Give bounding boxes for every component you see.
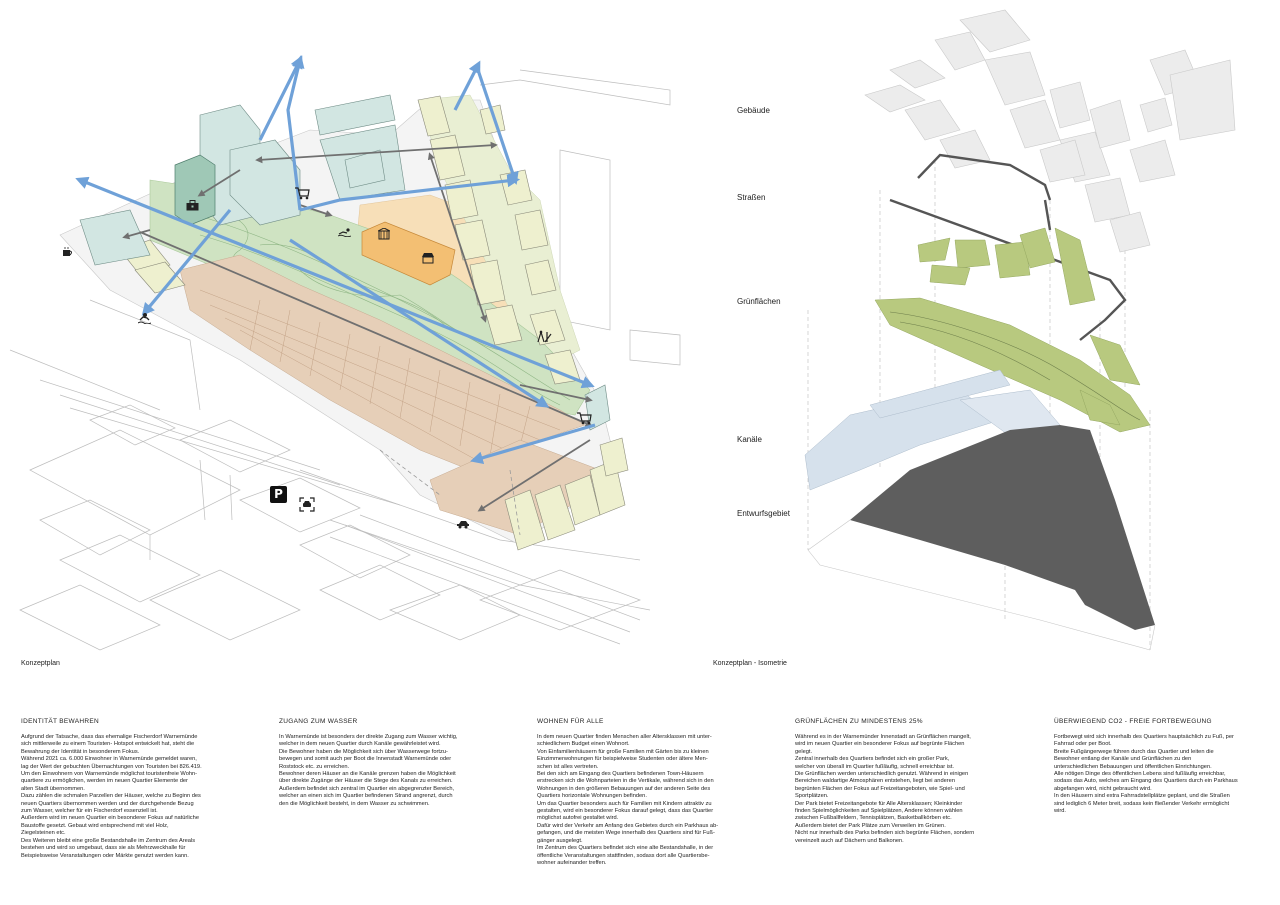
column-body: In Warnemünde ist besonders der direkte … [279, 734, 458, 807]
column-body: Fortbewegt wird sich innerhalb des Quart… [1054, 734, 1238, 815]
text-column-identity: IDENTITÄT BEWAHREN Aufgrund der Tatsache… [21, 718, 221, 860]
market-icon [422, 253, 434, 264]
layer-buildings [864, 9, 1236, 253]
swimming-icon [138, 312, 151, 324]
text-column-living: WOHNEN FÜR ALLE In dem neuen Quartier fi… [537, 718, 737, 867]
text-column-water: ZUGANG ZUM WASSER In Warnemünde ist beso… [279, 718, 479, 808]
column-body: Aufgrund der Tatsache, dass das ehemalig… [21, 734, 202, 859]
text-column-mobility: ÜBERWIEGEND CO2 - FREIE FORTBEWEGUNG For… [1054, 718, 1269, 815]
layer-green [874, 227, 1151, 433]
beach-swimmer-icon [338, 228, 351, 237]
column-title: WOHNEN FÜR ALLE [537, 718, 604, 725]
green-park-paths [889, 311, 1141, 421]
caption-isometrie: Konzeptplan - Isometrie [713, 660, 787, 667]
column-body: Während es in der Warnemünder Innenstadt… [795, 734, 975, 844]
shopping-cart-icon [577, 412, 592, 425]
column-title: ZUGANG ZUM WASSER [279, 718, 358, 725]
car-icon [456, 520, 470, 529]
playground-icon [537, 330, 552, 343]
column-title: ÜBERWIEGEND CO2 - FREIE FORTBEWEGUNG [1054, 718, 1212, 725]
briefcase-icon [186, 200, 199, 211]
water-access-arrows [75, 55, 596, 464]
rail-track [329, 514, 641, 645]
hall-icon [378, 228, 390, 240]
dashed-guides [379, 449, 521, 536]
shopping-cart-icon [295, 187, 310, 200]
column-title: IDENTITÄT BEWAHREN [21, 718, 99, 725]
parking-icon: P [270, 486, 287, 503]
column-body: In dem neuen Quartier finden Menschen al… [537, 734, 719, 866]
layer-label-buildings: Gebäude [737, 106, 770, 115]
coffee-icon [62, 247, 74, 257]
caption-konzeptplan: Konzeptplan [21, 660, 60, 667]
text-column-green: GRÜNFLÄCHEN ZU MINDESTENS 25% Während es… [795, 718, 995, 845]
car-garage-icon [298, 496, 316, 513]
layer-label-green: Grünflächen [737, 297, 781, 306]
site-outline [807, 519, 1156, 651]
layer-site [850, 425, 1155, 630]
layer-label-canals: Kanäle [737, 435, 762, 444]
column-title: GRÜNFLÄCHEN ZU MINDESTENS 25% [795, 718, 923, 725]
layer-label-roads: Straßen [737, 193, 766, 202]
layer-label-site: Entwurfsgebiet [737, 509, 790, 518]
